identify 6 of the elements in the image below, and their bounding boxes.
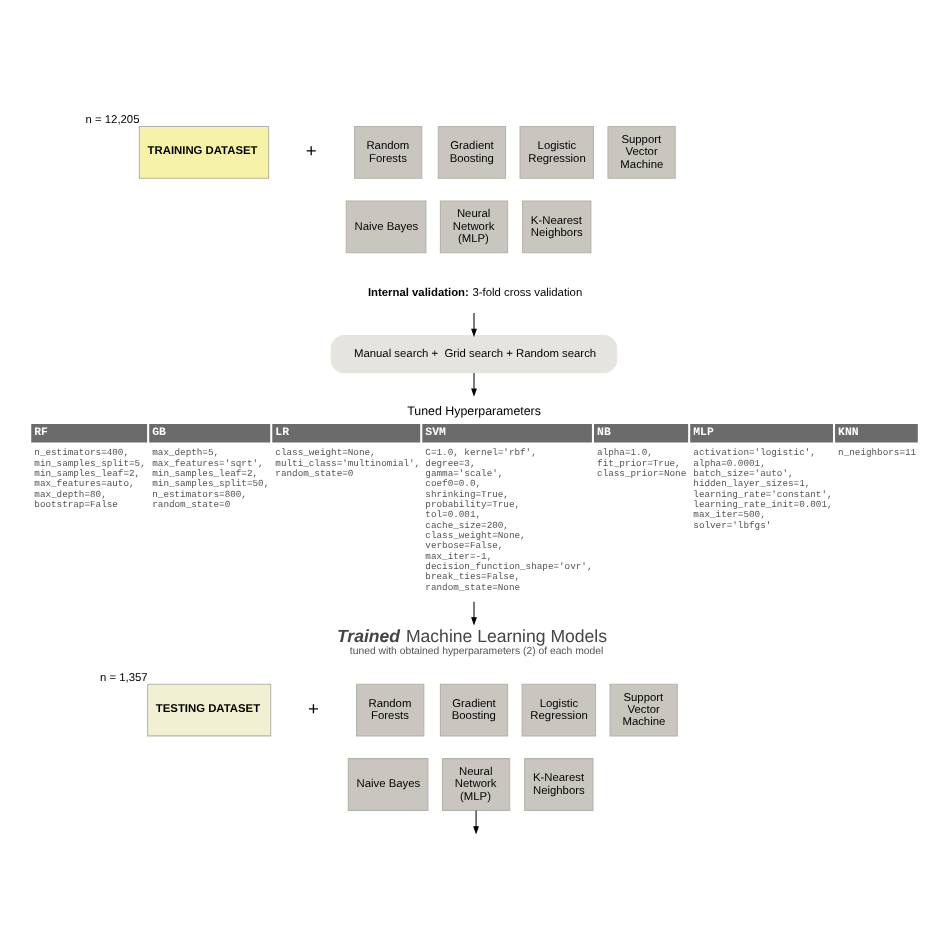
label: + bbox=[307, 698, 319, 719]
label: + bbox=[305, 140, 317, 161]
arrow bbox=[471, 601, 477, 626]
arrow bbox=[473, 809, 479, 835]
arrow bbox=[471, 372, 477, 397]
arrow bbox=[471, 312, 477, 338]
